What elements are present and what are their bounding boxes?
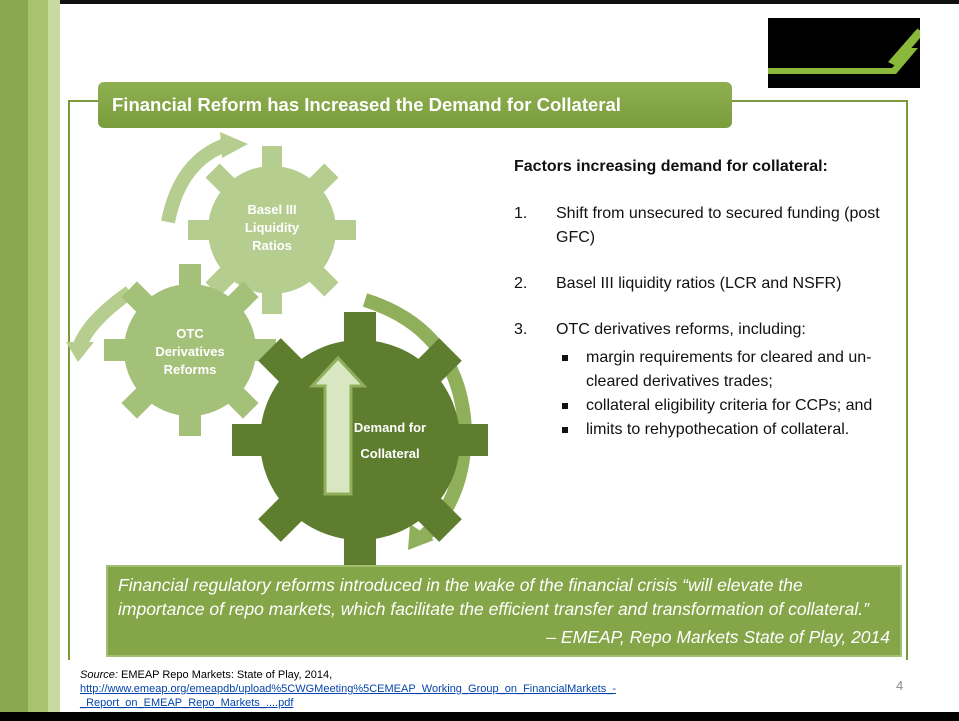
- quote-box: Financial regulatory reforms introduced …: [106, 565, 902, 657]
- source-text: EMEAP Repo Markets: State of Play, 2014,: [117, 669, 333, 681]
- frame-line: [906, 100, 908, 660]
- left-decor-stripe: [0, 0, 28, 721]
- sub-list-item: limits to rehypothecation of collateral.: [556, 418, 904, 442]
- factor-item: 2. Basel III liquidity ratios (LCR and N…: [514, 272, 904, 296]
- sub-list-item: margin requirements for cleared and un-c…: [556, 346, 904, 394]
- factors-heading: Factors increasing demand for collateral…: [514, 158, 828, 175]
- left-decor-stripe: [28, 0, 48, 721]
- factor-number: 2.: [514, 275, 528, 292]
- factor-text: Shift from unsecured to secured funding …: [556, 205, 880, 246]
- otc-gear-label-1: OTC: [176, 326, 204, 341]
- otc-gear-label-3: Reforms: [164, 362, 217, 377]
- bottom-bar: [0, 712, 959, 721]
- sub-item-text: collateral eligibility criteria for CCPs…: [586, 397, 873, 414]
- up-arrow-icon: [308, 355, 368, 496]
- sub-list-item: collateral eligibility criteria for CCPs…: [556, 394, 904, 418]
- gears-diagram: Basel III Liquidity Ratios OTC Derivativ…: [60, 130, 500, 570]
- cycle-arrow-top: [161, 132, 248, 224]
- square-bullet-icon: [562, 355, 568, 361]
- demand-gear-label-2: Collateral: [360, 446, 419, 461]
- factor-text: OTC derivatives reforms, including:: [556, 321, 806, 338]
- source-link[interactable]: _Report_on_EMEAP_Repo_Markets_....pdf: [80, 697, 294, 709]
- square-bullet-icon: [562, 427, 568, 433]
- basel-gear-label-1: Basel III: [247, 202, 296, 217]
- factors-panel: Factors increasing demand for collateral…: [514, 158, 904, 464]
- demand-gear-label-1: Demand for: [354, 420, 426, 435]
- basel-gear-label-2: Liquidity: [245, 220, 300, 235]
- left-decor-stripe: [48, 0, 60, 721]
- square-bullet-icon: [562, 403, 568, 409]
- logo: [768, 18, 920, 88]
- source-link[interactable]: http://www.emeap.org/emeapdb/upload%5CWG…: [80, 683, 617, 695]
- basel-gear: Basel III Liquidity Ratios: [188, 146, 356, 314]
- basel-gear-label-3: Ratios: [252, 238, 292, 253]
- source-note: Source: EMEAP Repo Markets: State of Pla…: [80, 668, 780, 710]
- factor-sub-list: margin requirements for cleared and un-c…: [556, 346, 904, 442]
- otc-gear: OTC Derivatives Reforms: [104, 264, 276, 436]
- sub-item-text: limits to rehypothecation of collateral.: [586, 421, 850, 438]
- demand-gear: Demand for Collateral: [232, 312, 488, 568]
- quote-text: Financial regulatory reforms introduced …: [118, 575, 869, 619]
- factor-item: 3. OTC derivatives reforms, including: m…: [514, 318, 904, 442]
- otc-gear-label-2: Derivatives: [155, 344, 224, 359]
- factor-item: 1. Shift from unsecured to secured fundi…: [514, 202, 904, 250]
- frame-line: [68, 100, 98, 102]
- slide-number: 4: [896, 678, 904, 693]
- frame-line: [732, 100, 908, 102]
- slide-title: Financial Reform has Increased the Deman…: [98, 82, 732, 128]
- sub-item-text: margin requirements for cleared and un-c…: [586, 349, 872, 390]
- source-label: Source:: [80, 669, 118, 681]
- quote-attribution: – EMEAP, Repo Markets State of Play, 201…: [546, 627, 890, 647]
- top-bar: [0, 0, 959, 4]
- factor-number: 1.: [514, 205, 528, 222]
- frame-line: [68, 100, 70, 660]
- factor-number: 3.: [514, 321, 528, 338]
- factor-text: Basel III liquidity ratios (LCR and NSFR…: [556, 275, 842, 292]
